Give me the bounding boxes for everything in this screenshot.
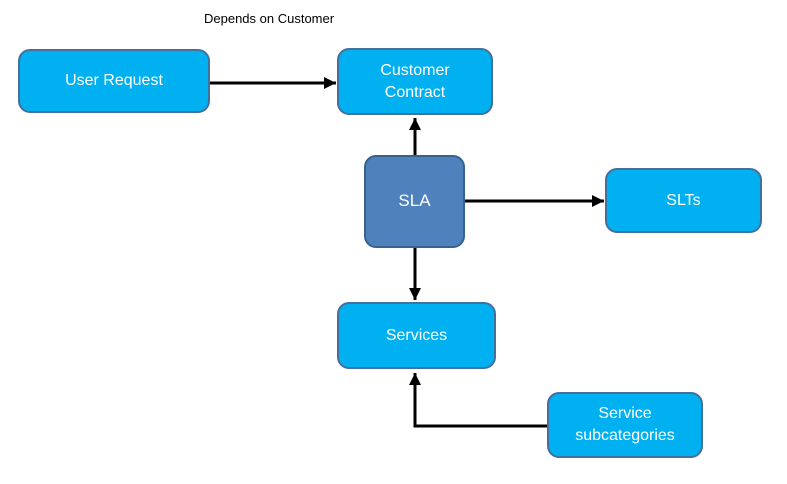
note-depends-on-customer: Depends on Customer (204, 11, 335, 26)
node-label: Service subcategories (575, 405, 675, 444)
node-label: Services (385, 326, 448, 344)
node-user-request: User Request (18, 49, 210, 113)
node-services: Services (337, 302, 496, 369)
node-customer-contract: Customer Contract (337, 48, 493, 115)
node-label: User Request (65, 72, 163, 90)
node-service-subcategories: Service subcategories (547, 392, 703, 458)
arrow-service-subcategories-to-services (409, 373, 547, 428)
node-sla: SLA (364, 155, 465, 248)
node-label: Customer Contract (380, 61, 450, 101)
node-label: SLTs (666, 191, 701, 209)
node-label: SLA (398, 191, 431, 211)
node-slts: SLTs (605, 168, 762, 233)
